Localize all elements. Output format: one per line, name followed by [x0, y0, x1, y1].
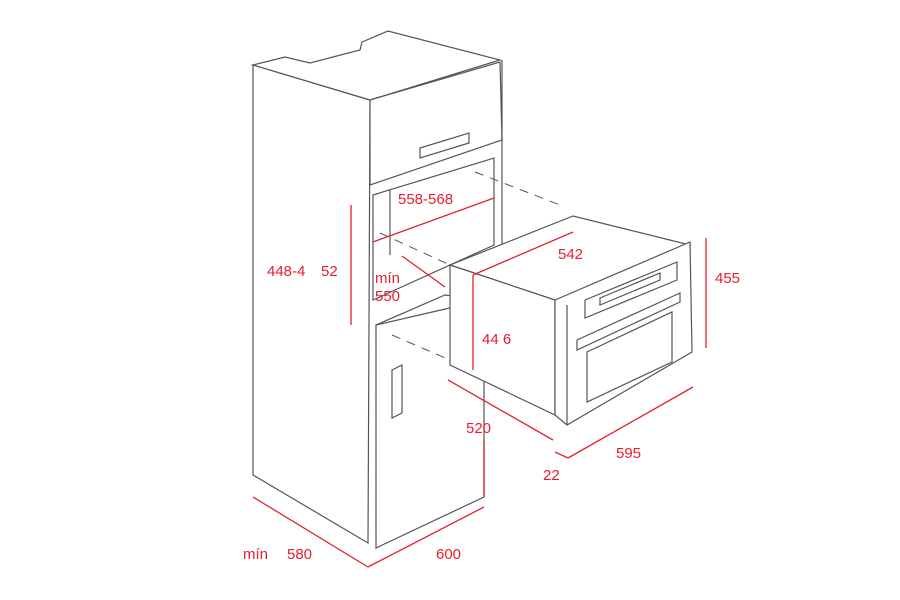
cabinet-top — [250, 30, 503, 101]
label-niche-height-a: 448-4 — [267, 263, 305, 280]
label-niche-height-b: 52 — [321, 263, 338, 280]
dimension-lines — [252, 197, 707, 568]
label-oven-height: 455 — [715, 270, 740, 287]
label-door-depth: 520 — [466, 420, 491, 437]
dimension-labels: 558-568 542 455 448-4 52 mín 550 44 6 52… — [243, 191, 740, 563]
oven-door-handle — [576, 292, 681, 351]
door-handle — [391, 364, 403, 419]
label-cabinet-depth-prefix: mín — [243, 546, 268, 563]
oven — [448, 215, 693, 426]
control-panel — [584, 261, 678, 319]
label-panel-thickness: 22 — [543, 467, 560, 484]
label-oven-depth: 542 — [558, 246, 583, 263]
oven-window — [586, 311, 673, 403]
label-oven-width: 595 — [616, 445, 641, 462]
label-oven-body-height: 44 6 — [482, 331, 511, 348]
label-cabinet-depth: 580 — [287, 546, 312, 563]
label-min-depth: 550 — [375, 288, 400, 305]
label-niche-width: 558-568 — [398, 191, 453, 208]
drawer-handle — [419, 132, 470, 159]
label-min-depth-prefix: mín — [375, 270, 400, 287]
label-cabinet-width: 600 — [436, 546, 461, 563]
cabinet-side-panel — [252, 64, 371, 545]
